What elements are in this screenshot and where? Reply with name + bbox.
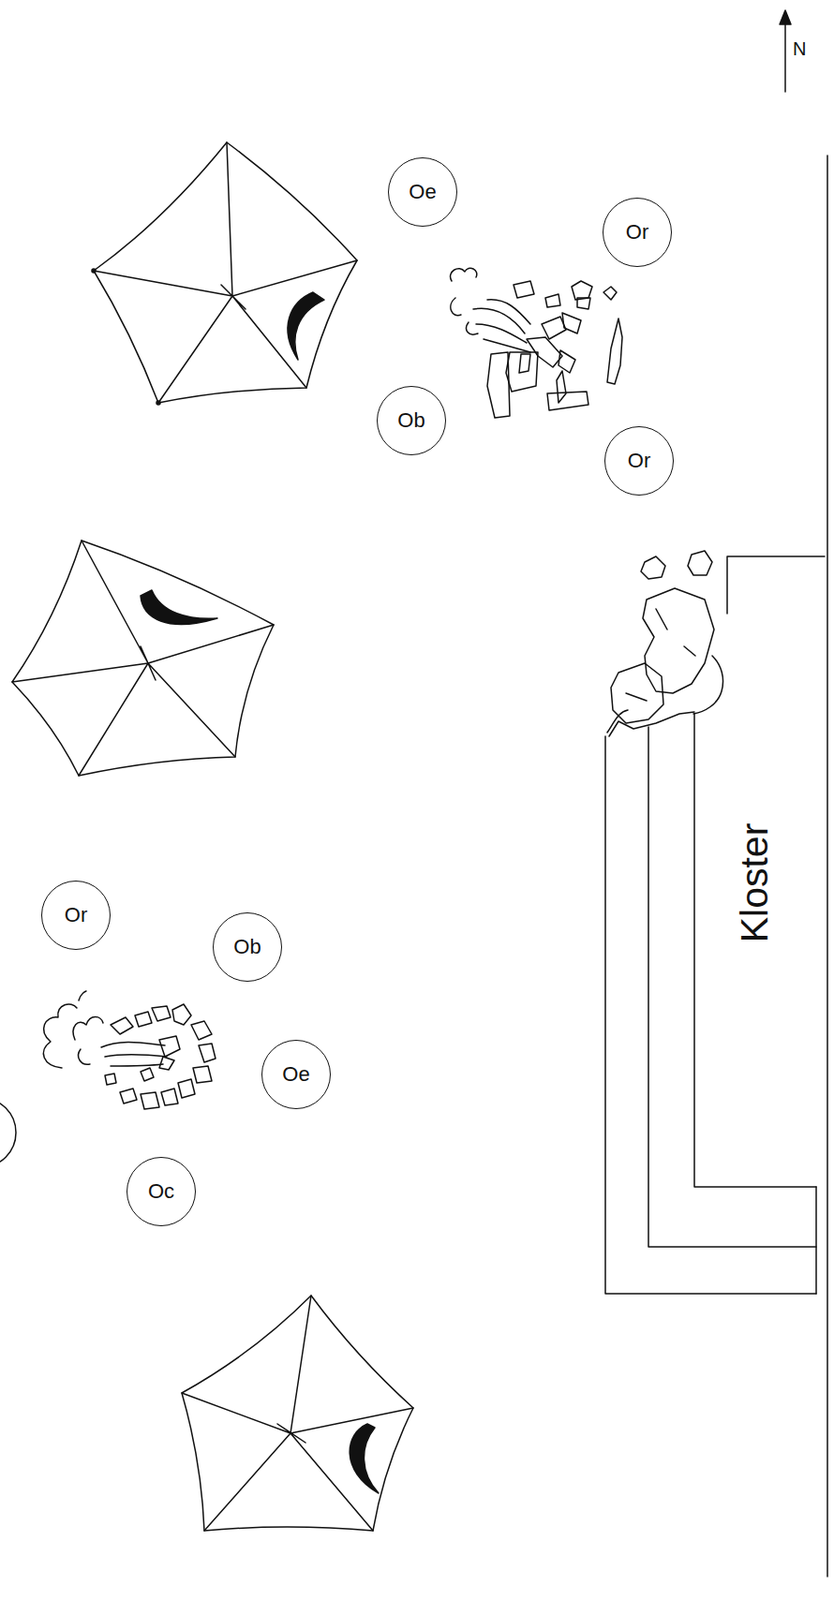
- boundary-line: [826, 155, 829, 1578]
- campfire-1: [450, 268, 623, 418]
- station-circle: Oc: [126, 1157, 196, 1227]
- station-code: Or: [625, 220, 649, 245]
- station-code: Oe: [408, 179, 436, 205]
- station-code: Ob: [233, 935, 261, 960]
- tent-2: [12, 540, 274, 776]
- station-code: Or: [627, 448, 651, 474]
- station-circle: Oe: [387, 157, 458, 227]
- cut-circle: [0, 1098, 16, 1168]
- tent-3: [181, 1295, 414, 1532]
- station-circle: Or: [604, 426, 674, 496]
- station-code: Or: [64, 903, 88, 928]
- kloster-building: [605, 551, 825, 1295]
- station-circle: Ob: [212, 912, 283, 983]
- station-code: Oe: [282, 1062, 310, 1088]
- station-circle: Ob: [376, 386, 447, 456]
- building-name: Kloster: [733, 822, 778, 943]
- building-label-area: Kloster: [729, 819, 782, 947]
- station-code: Oc: [148, 1179, 175, 1205]
- north-label: N: [792, 38, 806, 60]
- tent-1: [91, 142, 358, 405]
- campfire-2: [43, 991, 216, 1110]
- station-circle: Or: [41, 880, 111, 951]
- station-circle: Oe: [261, 1040, 331, 1110]
- north-arrow: [779, 10, 791, 92]
- station-circle: Or: [602, 197, 672, 268]
- station-code: Ob: [397, 408, 425, 433]
